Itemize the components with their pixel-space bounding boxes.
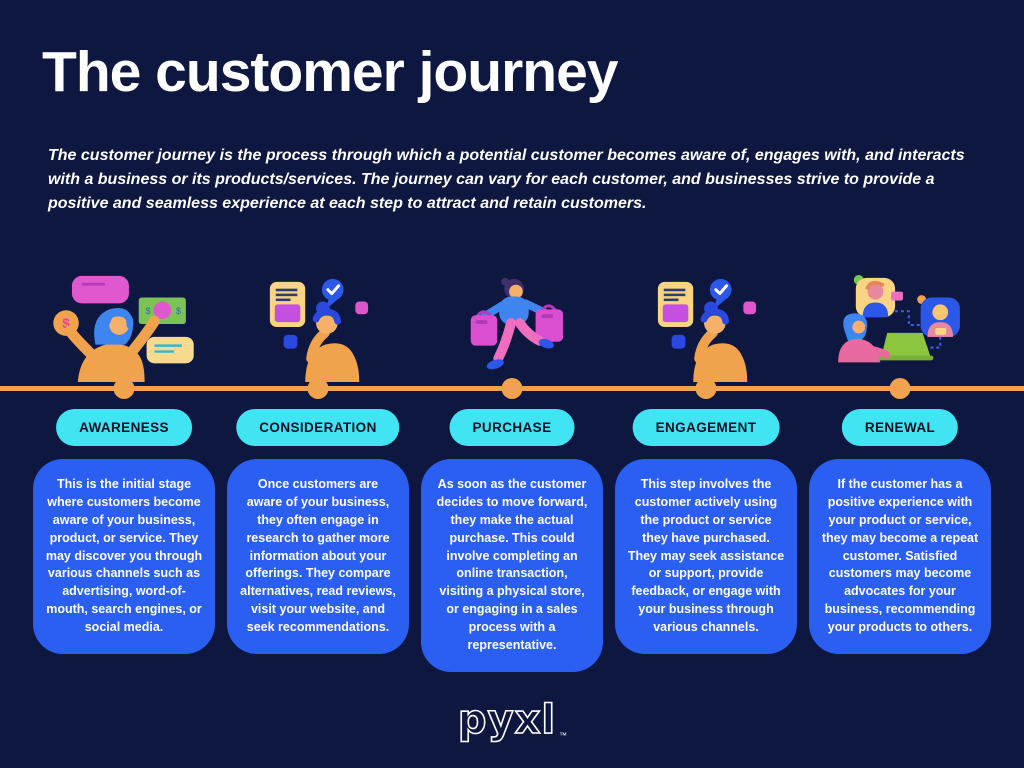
stage-card-consideration: Once customers are aware of your busines… — [227, 459, 409, 654]
person-thinking-document-icon — [221, 270, 415, 382]
stage-description: If the customer has a positive experienc… — [821, 477, 979, 634]
stage-label: CONSIDERATION — [259, 420, 377, 435]
person-thinking-document-icon — [609, 270, 803, 382]
stage-card-engagement: This step involves the customer actively… — [615, 459, 797, 654]
stage-card-purchase: As soon as the customer decides to move … — [421, 459, 603, 672]
svg-text:$: $ — [62, 316, 70, 331]
stage-card-awareness: This is the initial stage where customer… — [33, 459, 215, 654]
timeline-dot-purchase — [501, 378, 523, 399]
stage-description: This is the initial stage where customer… — [45, 477, 203, 634]
stage-description: This step involves the customer actively… — [627, 477, 785, 634]
stage-column-renewal: RENEWAL If the customer has a positive e… — [803, 270, 997, 690]
pyxl-logo-trademark: ™ — [559, 731, 567, 740]
stage-label: RENEWAL — [864, 420, 936, 435]
stage-column-engagement: ENGAGEMENT This step involves the custom… — [609, 270, 803, 690]
person-shopping-bags-icon — [415, 270, 609, 382]
stage-pill-consideration: CONSIDERATION — [236, 409, 400, 446]
stage-description: As soon as the customer decides to move … — [436, 477, 588, 652]
pyxl-logo: pyxl ™ — [447, 696, 577, 753]
stage-label: AWARENESS — [79, 420, 169, 435]
stage-columns: $ $ $ AWARENESS — [27, 270, 997, 690]
stage-pill-awareness: AWARENESS — [56, 409, 192, 446]
stage-pill-engagement: ENGAGEMENT — [632, 409, 780, 446]
timeline-dot-engagement — [695, 378, 717, 399]
stage-card-renewal: If the customer has a positive experienc… — [809, 459, 991, 654]
person-video-call-laptop-icon — [803, 270, 997, 382]
stage-description: Once customers are aware of your busines… — [240, 477, 396, 634]
page-description: The customer journey is the process thro… — [48, 147, 965, 212]
stage-label: PURCHASE — [472, 420, 552, 435]
stage-pill-renewal: RENEWAL — [841, 409, 959, 446]
stage-column-consideration: CONSIDERATION Once customers are aware o… — [221, 270, 415, 690]
svg-text:$: $ — [146, 306, 151, 316]
timeline-dot-consideration — [307, 378, 329, 399]
stage-column-awareness: $ $ $ AWARENESS — [27, 270, 221, 690]
timeline-dot-renewal — [889, 378, 911, 399]
page-title: The customer journey — [42, 40, 618, 104]
person-presenting-money-icon: $ $ $ — [27, 270, 221, 382]
svg-text:$: $ — [176, 306, 181, 316]
stage-label: ENGAGEMENT — [655, 420, 757, 435]
stage-column-purchase: PURCHASE As soon as the customer decides… — [415, 270, 609, 690]
timeline-dot-awareness — [113, 378, 135, 399]
stage-pill-purchase: PURCHASE — [449, 409, 575, 446]
pyxl-logo-text: pyxl — [458, 697, 556, 743]
